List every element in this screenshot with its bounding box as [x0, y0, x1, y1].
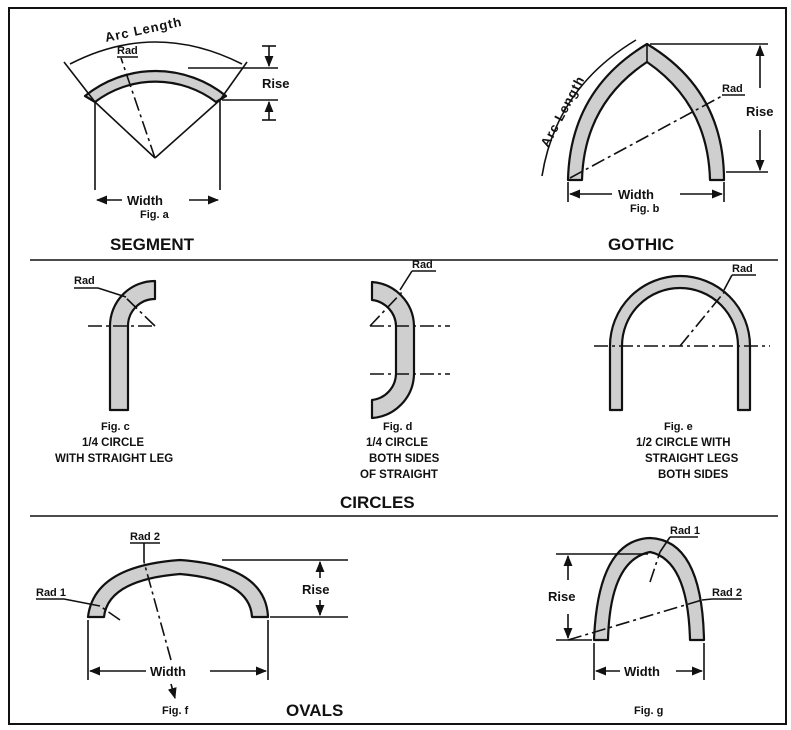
fig-b-label: Fig. b — [630, 203, 660, 215]
figure-g-oval: Rad 1 Rad 2 Rise Width Fig. g — [548, 525, 742, 717]
fig-c-caption-1: 1/4 CIRCLE — [82, 437, 144, 449]
oval-arch-g — [592, 536, 706, 642]
rad-label-d: Rad — [412, 259, 433, 271]
width-label-a: Width — [127, 193, 163, 208]
fig-d-label: Fig. d — [383, 421, 412, 433]
width-label-b: Width — [618, 187, 654, 202]
rad1-label-g: Rad 1 — [670, 525, 700, 537]
segment-arch — [83, 69, 228, 104]
fig-d-caption-1: 1/4 CIRCLE — [366, 437, 428, 449]
rise-label-f: Rise — [302, 582, 329, 597]
rad-label-c: Rad — [74, 275, 95, 287]
figure-f-oval: Rad 2 Rad 1 Rise Width Fig. f OVALS — [36, 531, 348, 720]
figure-e-half-circle-legs: Rad Fig. e 1/2 CIRCLE WITH STRAIGHT LEGS… — [594, 263, 770, 481]
fig-c-caption-2: WITH STRAIGHT LEG — [55, 453, 173, 465]
circles-title: CIRCLES — [340, 493, 415, 512]
rad2-label-f: Rad 2 — [130, 531, 160, 543]
rise-label-g: Rise — [548, 589, 575, 604]
rad2-label-g: Rad 2 — [712, 587, 742, 599]
rad-label-e: Rad — [732, 263, 753, 275]
fig-d-caption-2: BOTH SIDES — [369, 453, 440, 465]
oval-arch-f — [86, 558, 270, 619]
fig-e-label: Fig. e — [664, 421, 693, 433]
quarter-circle-leg-shape — [108, 279, 157, 412]
arc-length-label-a: Arc Length — [104, 14, 184, 45]
fig-a-label: Fig. a — [140, 209, 170, 221]
ovals-title: OVALS — [286, 701, 343, 720]
fig-e-caption-1: 1/2 CIRCLE WITH — [636, 437, 731, 449]
diagram-frame — [8, 7, 787, 725]
figure-d-quarter-circle-both: Rad Fig. d 1/4 CIRCLE BOTH SIDES OF STRA… — [340, 259, 450, 512]
fig-e-caption-2: STRAIGHT LEGS — [645, 453, 739, 465]
rad-label-a: Rad — [117, 45, 138, 57]
fig-g-label: Fig. g — [634, 705, 663, 717]
gothic-title: GOTHIC — [608, 235, 674, 254]
fig-c-label: Fig. c — [101, 421, 130, 433]
gothic-arch — [566, 42, 726, 182]
width-label-g: Width — [624, 664, 660, 679]
rise-label-b: Rise — [746, 104, 773, 119]
width-label-f: Width — [150, 664, 186, 679]
quarter-circle-both-shape — [370, 280, 416, 420]
fig-d-caption-3: OF STRAIGHT — [360, 469, 438, 481]
figure-a-segment: Arc Length Rad Rise Width Fig. a SEGMENT — [63, 14, 289, 254]
figure-c-quarter-circle-leg: Rad Fig. c 1/4 CIRCLE WITH STRAIGHT LEG — [55, 275, 173, 465]
rise-label-a: Rise — [262, 76, 289, 91]
figure-b-gothic: Rad Rise Arc Length Width Fig. b GOTHIC — [537, 39, 773, 254]
fig-e-caption-3: BOTH SIDES — [658, 469, 729, 481]
rad1-label-f: Rad 1 — [36, 587, 66, 599]
segment-title: SEGMENT — [110, 235, 195, 254]
rad-label-b: Rad — [722, 83, 743, 95]
half-circle-legs-shape — [608, 274, 752, 412]
fig-f-label: Fig. f — [162, 705, 189, 717]
